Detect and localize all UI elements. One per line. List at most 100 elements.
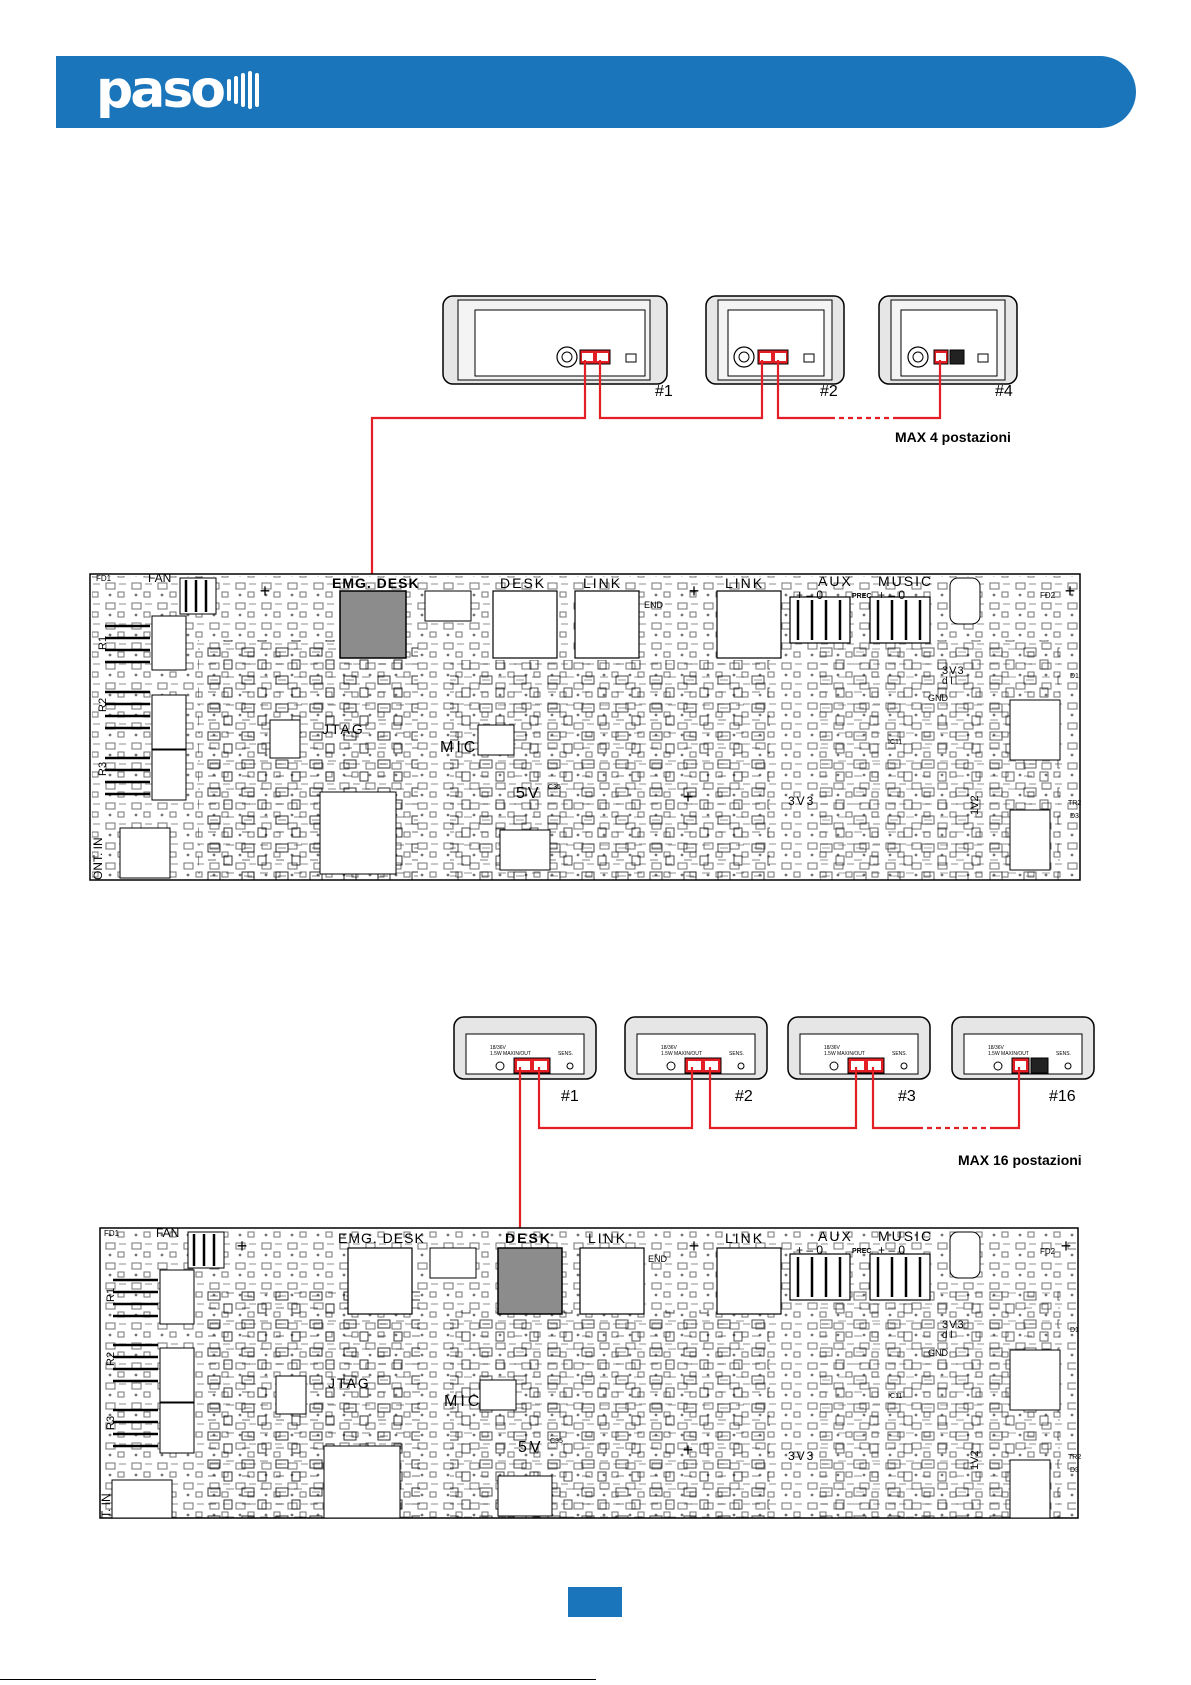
- svg-text:18/36V: 18/36V: [490, 1045, 507, 1051]
- station-label: #4: [995, 383, 1013, 400]
- call-station-16: [951, 1016, 1095, 1080]
- pcb-label: 5V: [516, 785, 542, 802]
- pcb-label: D3: [1070, 813, 1079, 820]
- svg-text:IN/OUT: IN/OUT: [514, 1051, 531, 1057]
- pcb-label: FD1: [96, 574, 112, 583]
- pcb-label: + – 0: [796, 588, 823, 602]
- svg-text:IN/OUT: IN/OUT: [1012, 1051, 1029, 1057]
- svg-text:+: +: [689, 1236, 700, 1256]
- pcb-label: 1V2: [969, 1450, 981, 1470]
- svg-text:+: +: [683, 787, 694, 807]
- svg-text:+: +: [689, 581, 700, 601]
- pcb-label: AUX: [818, 573, 853, 589]
- svg-text:1.5W MAX: 1.5W MAX: [661, 1051, 686, 1057]
- pcb-label: R1: [97, 636, 109, 650]
- pcb-label: AUX: [818, 1228, 853, 1244]
- call-station-3: [787, 1016, 931, 1080]
- svg-text:+: +: [1065, 581, 1076, 601]
- pcb-label: 3V3: [788, 794, 815, 808]
- call-station-2: [624, 1016, 768, 1080]
- pcb-label: R3: [105, 1416, 117, 1430]
- pcb-label: 3V3: [942, 1319, 965, 1331]
- diagram-1: #1 #2 #4 MAX 4 postazioni: [89, 295, 1081, 881]
- pcb-label: TR2: [1068, 1454, 1081, 1461]
- pcb-label: FD2: [1040, 1247, 1056, 1256]
- pcb-label: D3: [1070, 1467, 1079, 1474]
- station-label: #2: [735, 1088, 753, 1105]
- pcb-label: IC11: [888, 1393, 902, 1400]
- pcb-label: LINK: [583, 575, 622, 591]
- svg-text:1.5W MAX: 1.5W MAX: [988, 1051, 1013, 1057]
- pcb-label: DESK: [500, 575, 546, 591]
- svg-text:1.5W MAX: 1.5W MAX: [824, 1051, 849, 1057]
- station-label: #1: [561, 1088, 579, 1105]
- footer-rule: [0, 1679, 596, 1680]
- emg-desk-port: [347, 1247, 413, 1315]
- pcb-label: MIC: [440, 739, 478, 756]
- pcb-label: FD2: [1040, 591, 1056, 600]
- pcb-label: MIC: [444, 1393, 482, 1410]
- svg-text:18/36V: 18/36V: [988, 1045, 1005, 1051]
- pcb-label: T. IN: [99, 1493, 113, 1518]
- pcb-label: + – 0: [878, 1243, 905, 1257]
- pcb-label: IC11: [888, 739, 902, 746]
- cable-station3-out: [871, 1067, 918, 1130]
- station-label: #2: [820, 383, 838, 400]
- emg-desk-port-highlight: [339, 590, 407, 659]
- svg-text:SENS.: SENS.: [1056, 1051, 1071, 1057]
- pcb-label-desk: DESK: [505, 1230, 552, 1246]
- pcb-label: R2: [105, 1352, 117, 1366]
- svg-text:+: +: [237, 1236, 248, 1256]
- link-port-2: [716, 590, 782, 659]
- pcb-label: MUSIC: [878, 573, 933, 589]
- svg-text:1.5W MAX: 1.5W MAX: [490, 1051, 515, 1057]
- cable-station1-to-2: [537, 1067, 694, 1130]
- paso-logo: paso: [96, 60, 259, 120]
- pcb-label: D1: [1070, 1327, 1079, 1334]
- pcb-board-2: + + + + FD1 FAN EMG. DESK DESK LINK LINK…: [99, 1226, 1081, 1519]
- cable-desk1-to-desk2: [598, 360, 764, 420]
- svg-text:SENS.: SENS.: [892, 1051, 907, 1057]
- cable-desk2-out: [776, 360, 830, 420]
- pcb-label: R1: [105, 1288, 117, 1302]
- pcb-label: 3V3: [788, 1449, 815, 1463]
- pcb-label: ONT. IN: [91, 837, 105, 880]
- pcb-label: FD1: [104, 1229, 120, 1238]
- pcb-label: PREC: [852, 1248, 871, 1255]
- svg-text:SENS.: SENS.: [558, 1051, 573, 1057]
- pcb-label: EMG. DESK: [338, 1230, 425, 1246]
- svg-text:18/36V: 18/36V: [661, 1045, 678, 1051]
- station-label: #1: [655, 383, 673, 400]
- pcb-label: 1V2: [969, 795, 981, 815]
- svg-text:18/36V: 18/36V: [824, 1045, 841, 1051]
- link-port-1: [574, 590, 640, 659]
- pcb-label: JTAG: [322, 721, 365, 737]
- cable-to-desk4: [895, 360, 942, 420]
- pcb-label: TR2: [1068, 800, 1081, 807]
- station-label: #3: [898, 1088, 916, 1105]
- pcb-label: d l: [942, 1330, 953, 1341]
- pcb-label: GND: [928, 1348, 949, 1358]
- page-number-box: [568, 1587, 622, 1617]
- pcb-label: FAN: [156, 1226, 179, 1240]
- desk-console-1: [442, 295, 668, 385]
- pcb-label: R3: [97, 762, 109, 776]
- pcb-label: MUSIC: [878, 1228, 933, 1244]
- svg-text:IN/OUT: IN/OUT: [685, 1051, 702, 1057]
- pcb-label: d l: [942, 676, 953, 687]
- pcb-board-1: + + + + FD1 FAN EMG. DESK DESK LINK LINK…: [89, 571, 1081, 881]
- pcb-label: FAN: [148, 571, 171, 585]
- link-port-1: [579, 1247, 645, 1315]
- svg-text:+: +: [683, 1440, 694, 1460]
- pcb-label: C35: [548, 784, 561, 791]
- logo-text: paso: [96, 60, 226, 120]
- pcb-label: R2: [97, 698, 109, 712]
- desk-port: [492, 590, 558, 659]
- pcb-label: + – 0: [878, 588, 905, 602]
- pcb-label: LINK: [725, 1230, 764, 1246]
- cables-2: [518, 1067, 1021, 1230]
- desk-console-4: [878, 295, 1018, 385]
- logo-waves-icon: [227, 71, 259, 109]
